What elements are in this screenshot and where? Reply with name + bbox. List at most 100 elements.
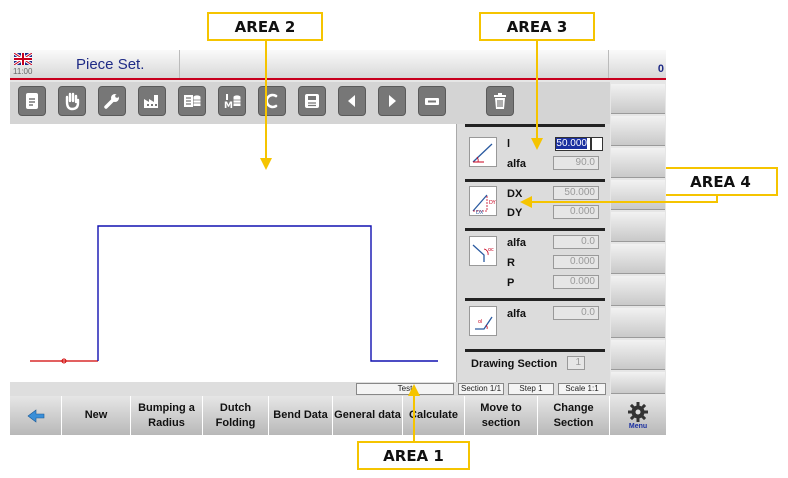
dx-field[interactable]: 50.000 [553,186,599,200]
save-icon[interactable] [298,86,326,116]
drawing-section-field[interactable]: 1 [567,356,585,370]
clock: 11:00 [13,67,33,76]
svg-text:DX: DX [476,210,484,215]
bend-data-button[interactable]: Bend Data [269,396,333,435]
document-icon[interactable] [18,86,46,116]
area-3-label: AREA 3 [479,12,595,41]
status-section: Section 1/1 [458,383,504,395]
title-separator [608,50,609,78]
l-input[interactable]: 50.000 [555,137,591,151]
arrow-left-icon[interactable] [338,86,366,116]
calculate-button[interactable]: Calculate [403,396,465,435]
general-data-button[interactable]: General data [333,396,403,435]
right-key-2[interactable] [611,116,665,146]
dx-dy-icon: DX DY [469,186,497,216]
l-input-box[interactable] [591,137,603,151]
uk-flag-icon[interactable] [14,53,32,65]
page-title: Piece Set. [76,56,145,73]
bumping-label-2: Radius [148,416,185,429]
change-label-2: Section [553,416,594,429]
area-4-label: AREA 4 [663,167,778,196]
trash-icon[interactable] [486,86,514,116]
title-section [10,50,180,78]
right-key-8[interactable] [611,308,665,338]
general-data-label: General data [334,409,401,421]
status-name: Test [356,383,454,395]
p-label: P [507,277,515,289]
radius-alfa-label: alfa [507,237,526,249]
dy-label: DY [507,207,523,219]
back-button[interactable] [10,396,62,435]
move-to-section-button[interactable]: Move to section [465,396,538,435]
database-list-icon[interactable] [178,86,206,116]
p-field[interactable]: 0.000 [553,275,599,289]
hand-icon[interactable] [58,86,86,116]
profile-drawing [30,225,438,364]
back-arrow-icon [27,408,44,423]
right-key-10[interactable] [611,372,665,394]
svg-text:ol: ol [478,319,482,325]
new-label: New [84,409,108,421]
right-key-7[interactable] [611,276,665,306]
right-key-9[interactable] [611,340,665,370]
group-divider [465,298,605,301]
piece-counter: 0 [657,63,664,75]
menu-button[interactable]: Menu [610,396,666,435]
calculate-label: Calculate [409,409,458,421]
database-m-icon[interactable]: M [218,86,246,116]
right-key-1[interactable] [611,84,665,114]
dutch-label-2: Folding [215,416,256,429]
group-divider [465,349,605,352]
machine-screen: 11:00 Piece Set. 0 M [10,50,666,435]
r-field[interactable]: 0.000 [553,255,599,269]
svg-text:oc: oc [488,247,494,253]
toolbar: M [10,82,610,124]
alfa-field[interactable]: 90.0 [553,156,599,170]
svg-text:DY: DY [489,200,496,206]
move-label-1: Move to [480,401,522,414]
angle-icon: ol [469,306,497,336]
l-label: l [507,138,511,150]
right-key-panel [610,82,666,395]
svg-text:M: M [224,101,233,111]
right-key-6[interactable] [611,244,665,274]
factory-icon[interactable] [138,86,166,116]
status-step: Step 1 [508,383,554,395]
new-button[interactable]: New [62,396,131,435]
l-value: 50.000 [556,138,587,149]
area-2-label: AREA 2 [207,12,323,41]
angle-alfa-field[interactable]: 0.0 [553,306,599,320]
menu-label: Menu [628,422,648,430]
angle-alfa-label: alfa [507,308,526,320]
parameters-panel: l 50.000 alfa 90.0 DX DY DX 50.000 DY 0.0… [456,124,610,382]
group-divider [465,179,605,182]
drawing-section-label: Drawing Section [471,358,558,370]
radius-icon: oc [469,236,497,266]
right-key-3[interactable] [611,148,665,178]
dy-field[interactable]: 0.000 [553,205,599,219]
move-label-2: section [481,416,521,429]
drawing-area[interactable] [10,124,456,382]
change-label-1: Change [553,401,594,414]
gear-icon [628,401,648,422]
right-key-5[interactable] [611,212,665,242]
group-divider [465,124,605,127]
c-icon[interactable] [258,86,286,116]
line-angle-icon [469,137,497,167]
bend-profile [97,225,438,362]
wrench-icon[interactable] [98,86,126,116]
area-1-label: AREA 1 [357,441,470,470]
bumping-label-1: Bumping a [138,401,195,414]
right-key-4[interactable] [611,180,665,210]
radius-alfa-field[interactable]: 0.0 [553,235,599,249]
status-bar: Test Section 1/1 Step 1 Scale 1:1 [10,382,610,396]
title-bar: 11:00 Piece Set. 0 [10,50,666,80]
alfa-label: alfa [507,158,526,170]
arrow-right-icon[interactable] [378,86,406,116]
minus-icon[interactable] [418,86,446,116]
bumping-radius-button[interactable]: Bumping a Radius [131,396,203,435]
dutch-label-1: Dutch [219,401,252,414]
